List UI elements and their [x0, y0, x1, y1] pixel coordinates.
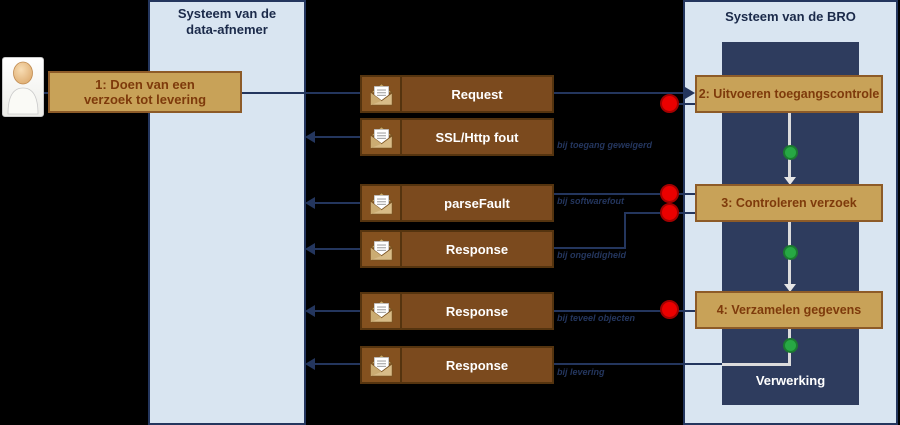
arrowhead-left-icon [305, 358, 315, 370]
message-ssl-fout-box: SSL/Http fout [360, 118, 554, 156]
error-connector-step2 [669, 103, 695, 105]
ssl-fout-return-line [311, 136, 360, 138]
person-icon [7, 61, 39, 115]
response2-connector-line [553, 310, 695, 312]
green-dot-ok-marker [783, 245, 798, 260]
flow-line-step4-left [722, 363, 790, 366]
arrowhead-down-icon [784, 177, 796, 185]
arrowhead-down-icon [784, 284, 796, 292]
actor-person [2, 57, 44, 117]
lane-consumer-title: Systeem van de data-afnemer [177, 6, 277, 37]
arrowhead-left-icon [305, 197, 315, 209]
arrowhead-left-icon [305, 305, 315, 317]
note-toegang-geweigerd: bij toegang geweigerd [557, 140, 653, 150]
message-label: parseFault [444, 195, 510, 211]
open-envelope-icon [369, 237, 393, 261]
message-response-2-box: Response [360, 292, 554, 330]
response1-connector-elbow [624, 212, 626, 249]
step-1-box: 1: Doen van een verzoek tot levering [48, 71, 242, 113]
response1-return-line [311, 248, 360, 250]
lane-consumer: Systeem van de data-afnemer [148, 0, 306, 425]
processing-label: Verwerking [755, 373, 826, 388]
message-label: Response [445, 357, 509, 373]
message-response-3-box: Response [360, 346, 554, 384]
note-teveel-objecten: bij teveel objecten [557, 313, 636, 323]
message-label: Request [451, 86, 503, 102]
step-3-label: 3: Controleren verzoek [721, 195, 857, 210]
step-2-label: 2: Uitvoeren toegangscontrole [698, 86, 880, 101]
note-levering: bij levering [557, 367, 605, 377]
message-request-box: Request [360, 75, 554, 113]
step-4-label: 4: Verzamelen gegevens [716, 302, 862, 317]
flow-line-step2-step3 [788, 112, 791, 177]
parsefault-connector-line [553, 193, 695, 195]
open-envelope-icon [369, 191, 393, 215]
open-envelope-icon [369, 125, 393, 149]
open-envelope-icon [369, 82, 393, 106]
note-ongeldigheid: bij ongeldigheid [557, 250, 626, 260]
note-softwarefout: bij softwarefout [557, 196, 624, 206]
step-1-label: 1: Doen van een verzoek tot levering [83, 77, 207, 107]
step-3-box: 3: Controleren verzoek [695, 184, 883, 222]
red-dot-error-marker [660, 184, 679, 203]
response2-return-line [311, 310, 360, 312]
step-4-box: 4: Verzamelen gegevens [695, 291, 883, 329]
arrowhead-right-icon [685, 87, 695, 99]
red-dot-error-marker [660, 300, 679, 319]
step-2-box: 2: Uitvoeren toegangscontrole [695, 75, 883, 113]
response3-return-line [311, 363, 360, 365]
response3-connector-line [553, 363, 722, 365]
lane-bro-title: Systeem van de BRO [725, 9, 856, 24]
message-response-1-box: Response [360, 230, 554, 268]
message-label: Response [445, 303, 509, 319]
response1-connector-bottom [553, 247, 625, 249]
arrowhead-left-icon [305, 131, 315, 143]
green-dot-ok-marker [783, 145, 798, 160]
open-envelope-icon [369, 353, 393, 377]
parsefault-return-line [311, 202, 360, 204]
open-envelope-icon [369, 299, 393, 323]
green-dot-ok-marker [783, 338, 798, 353]
arrowhead-left-icon [305, 243, 315, 255]
message-parsefault-box: parseFault [360, 184, 554, 222]
message-label: Response [445, 241, 509, 257]
message-label: SSL/Http fout [435, 129, 519, 145]
red-dot-error-marker [660, 94, 679, 113]
red-dot-error-marker [660, 203, 679, 222]
